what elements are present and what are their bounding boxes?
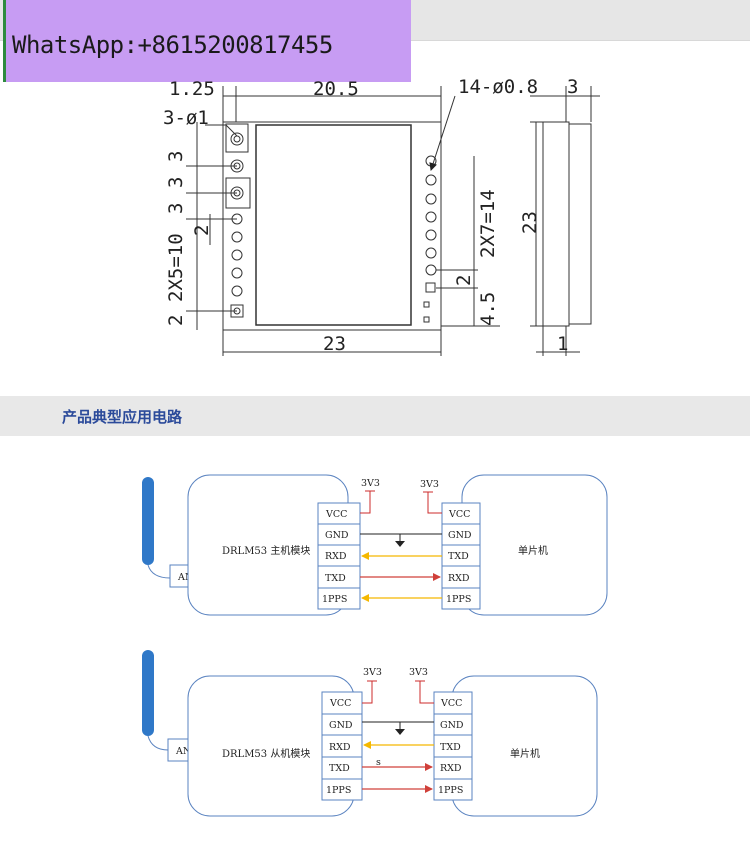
dim-holes-right: 14-ø0.8: [458, 76, 538, 98]
vcc-left-label: 3V3: [361, 478, 380, 489]
pin-vcc: VCC: [325, 509, 347, 520]
pin-gnd: GND: [329, 720, 353, 731]
mcu-pin-txd: TXD: [440, 742, 461, 753]
dim-pitch-a: 3: [165, 151, 187, 162]
pin-vcc: VCC: [329, 698, 351, 709]
mcu-pin-1pps: 1PPS: [438, 785, 463, 796]
vcc-right-label: 3V3: [409, 667, 428, 678]
mcu-pin-txd: TXD: [448, 551, 469, 562]
dim-left-pins: 2X5=10: [165, 233, 187, 302]
mcu-pin-1pps: 1PPS: [446, 594, 471, 605]
dim-top-left: 1.25: [169, 78, 215, 100]
dim-pitch-c: 3: [165, 203, 187, 214]
pin-rxd: RXD: [329, 742, 351, 753]
mcu-pin-gnd: GND: [448, 530, 472, 541]
dim-right-bottom: 4.5: [477, 292, 499, 326]
module-label: DRLM53 从机模块: [222, 747, 310, 760]
module-label: DRLM53 主机模块: [222, 544, 310, 557]
pin-txd: TXD: [325, 573, 346, 584]
mcu-pin-rxd: RXD: [448, 573, 470, 584]
wire-mark: s: [376, 757, 381, 768]
mcu-block: [451, 675, 598, 817]
mcu-pin-vcc: VCC: [440, 698, 462, 709]
module-outline: [222, 121, 442, 331]
mcu-block: [461, 474, 608, 616]
dim-height: 23: [519, 211, 541, 234]
pin-gnd: GND: [325, 530, 349, 541]
mcu-pin-rxd: RXD: [440, 763, 462, 774]
dim-top-width: 20.5: [313, 78, 359, 100]
vcc-left-label: 3V3: [363, 667, 382, 678]
dim-pitch-b: 3: [165, 177, 187, 188]
antenna-icon: [142, 477, 154, 565]
mcu-pin-gnd: GND: [440, 720, 464, 731]
accent-line: [3, 0, 6, 82]
ant-label: ANT: [175, 746, 198, 757]
circuit-1: ANT DRLM53 主机模块 VCC GND RXD TXD 1PPS 单片机…: [142, 474, 608, 616]
pin-1pps: 1PPS: [322, 594, 347, 605]
antenna-icon: [142, 650, 154, 736]
dim-side-thickness: 3: [567, 76, 578, 98]
dim-holes-left: 3-ø1: [163, 107, 209, 129]
dim-left-bottom: 2: [165, 315, 187, 326]
mechanical-drawing: [186, 86, 600, 356]
dim-right-pitch: 2: [453, 275, 475, 286]
contact-overlay: WhatsApp:+8615200817455: [6, 0, 411, 82]
dim-right-pins: 2X7=14: [477, 189, 499, 258]
section-header: 产品典型应用电路: [0, 396, 750, 436]
mcu-pin-vcc: VCC: [448, 509, 470, 520]
section-title: 产品典型应用电路: [62, 408, 183, 426]
pin-rxd: RXD: [325, 551, 347, 562]
mcu-label: 单片机: [510, 747, 540, 760]
dim-bottom-width: 23: [323, 333, 346, 355]
pin-txd: TXD: [329, 763, 350, 774]
dim-pitch-d: 2: [191, 225, 213, 236]
vcc-right-label: 3V3: [420, 479, 439, 490]
module-shield: [255, 124, 412, 326]
circuit-2: ANT DRLM53 从机模块 VCC GND RXD TXD 1PPS 单片机…: [142, 650, 598, 817]
contact-text: WhatsApp:+8615200817455: [12, 31, 333, 59]
mcu-label: 单片机: [518, 544, 548, 557]
pin-1pps: 1PPS: [326, 785, 351, 796]
dim-side-base: 1: [557, 333, 568, 355]
